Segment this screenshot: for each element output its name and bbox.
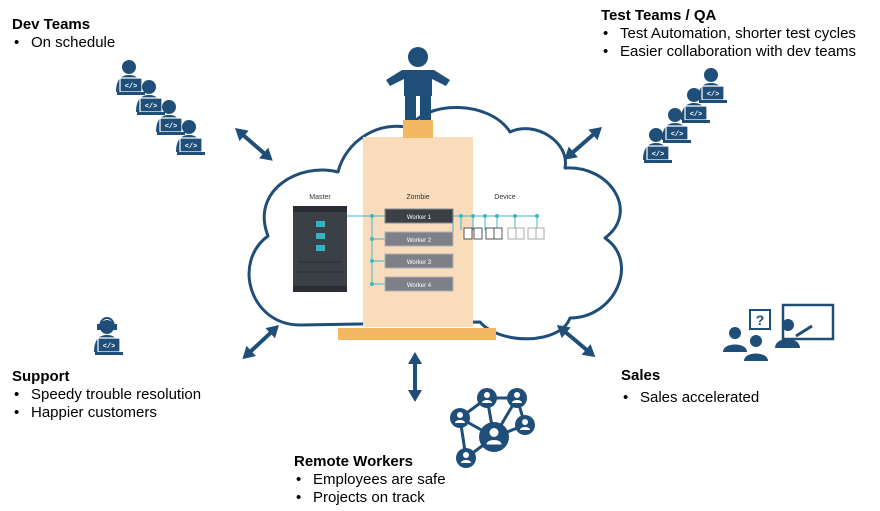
double-arrow-icon-test	[557, 119, 609, 168]
test-teams-bullet: Test Automation, shorter test cycles	[601, 25, 856, 43]
support-headset-icon	[93, 317, 124, 356]
test-teams-title: Test Teams / QA	[601, 7, 717, 24]
dev-teams-bullet: On schedule	[12, 34, 115, 52]
remote-workers-title: Remote Workers	[294, 453, 413, 470]
worker-3-label: Worker 3	[407, 260, 432, 266]
dev-teams-group: Dev Teams On schedule	[12, 16, 115, 52]
worker-1: Worker 1	[384, 208, 454, 224]
remote-workers-bullet: Employees are safe	[294, 471, 446, 489]
worker-2: Worker 2	[384, 231, 454, 247]
worker-2-label: Worker 2	[407, 238, 432, 244]
double-arrow-icon-sales	[550, 317, 602, 365]
device-cluster	[463, 227, 545, 240]
zombie-label: Zombie	[406, 194, 429, 201]
network-people-icon	[450, 388, 535, 468]
remote-workers-bullet: Projects on track	[294, 489, 446, 507]
dev-teams-title: Dev Teams	[12, 16, 91, 33]
sales-group: Sales Sales accelerated	[621, 367, 759, 407]
question-mark-icon: ?	[756, 312, 765, 328]
test-teams-bullet: Easier collaboration with dev teams	[601, 43, 856, 61]
remote-workers-group: Remote Workers Employees are safe Projec…	[294, 453, 446, 507]
worker-3: Worker 3	[384, 253, 454, 269]
support-bullet: Speedy trouble resolution	[12, 386, 201, 404]
master-label: Master	[309, 194, 331, 201]
worker-1-label: Worker 1	[407, 215, 432, 221]
test-team-icons	[642, 67, 728, 164]
support-title: Support	[12, 368, 70, 385]
administrator-icon	[386, 47, 450, 120]
sales-title: Sales	[621, 367, 661, 384]
test-teams-group: Test Teams / QA Test Automation, shorter…	[601, 7, 856, 61]
support-group: Support Speedy trouble resolution Happie…	[12, 368, 201, 422]
master-server	[293, 206, 347, 292]
worker-4: Worker 4	[384, 276, 454, 292]
worker-4-label: Worker 4	[407, 283, 432, 289]
dev-team-icons	[115, 59, 206, 156]
device-label: Device	[494, 194, 516, 201]
double-arrow-icon-dev	[228, 120, 280, 169]
support-bullet: Happier customers	[12, 404, 201, 422]
sales-bullet: Sales accelerated	[621, 389, 759, 407]
presenter-icon: ?	[723, 303, 835, 361]
double-arrow-icon-remote	[406, 350, 424, 404]
double-arrow-icon-support	[235, 317, 286, 367]
